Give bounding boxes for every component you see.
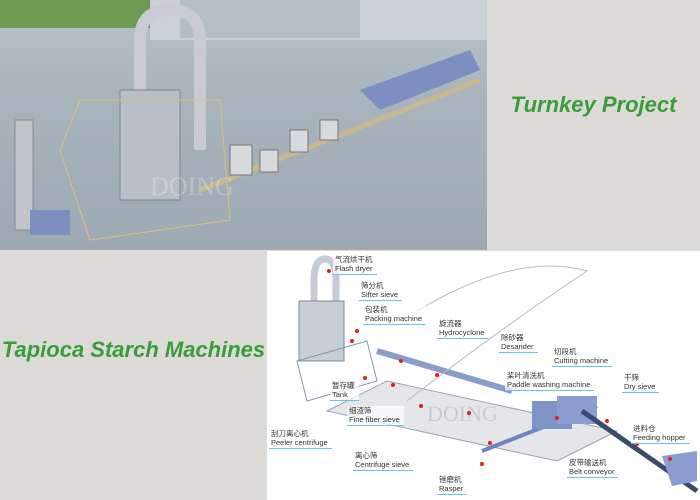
plant-render-drawing: DOING bbox=[0, 0, 487, 241]
turnkey-project-heading: Turnkey Project bbox=[510, 92, 677, 117]
tapioca-starch-machines-heading: Tapioca Starch Machines bbox=[1, 337, 266, 362]
watermark: DOING bbox=[150, 172, 234, 201]
turnkey-plant-render: DOING bbox=[0, 0, 487, 250]
diagram-watermark: DOING bbox=[427, 401, 498, 426]
